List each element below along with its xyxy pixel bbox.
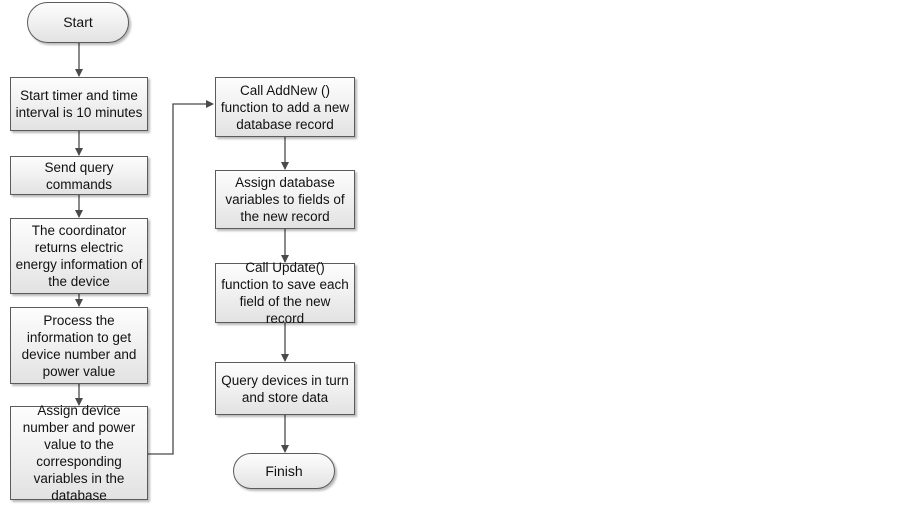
start-terminal: Start <box>27 2 129 43</box>
finish-terminal: Finish <box>233 453 335 489</box>
start-timer-box: Start timer and time interval is 10 minu… <box>10 77 148 131</box>
assign-variables-box: Assign device number and power value to … <box>10 403 148 503</box>
send-query-box: Send query commands <box>10 156 148 195</box>
assign-fields-box: Assign database variables to fields of t… <box>215 170 355 229</box>
arrow-assign-to-addnew <box>148 100 214 455</box>
call-addnew-box: Call AddNew () function to add a new dat… <box>215 77 355 137</box>
process-info-box: Process the information to get device nu… <box>10 307 148 384</box>
query-devices-box: Query devices in turn and store data <box>215 362 355 415</box>
call-update-box: Call Update() function to save each fiel… <box>215 260 355 326</box>
coordinator-returns-box: The coordinator returns electric energy … <box>10 218 148 294</box>
